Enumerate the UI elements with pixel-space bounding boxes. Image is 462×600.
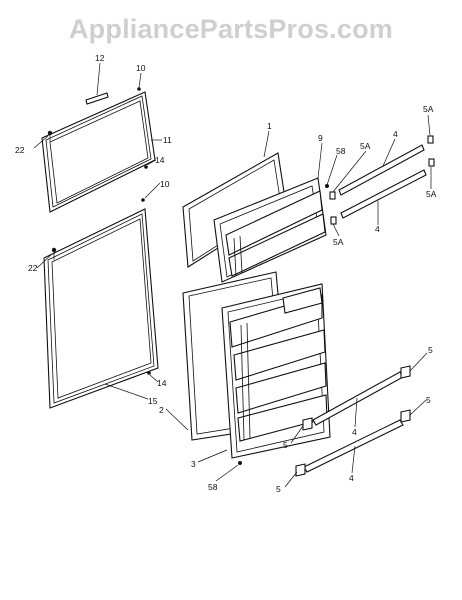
callout-10-top: 10	[136, 63, 146, 73]
callout-22-top: 22	[15, 145, 25, 155]
screw-10b	[141, 198, 145, 202]
callout-5-a: 5	[428, 345, 433, 355]
leader-lines	[33, 62, 432, 488]
callout-4-a: 4	[393, 129, 398, 139]
screw-14a	[144, 165, 148, 169]
callout-2: 2	[159, 405, 164, 415]
bar-end-cap-5A-right-mid	[428, 158, 435, 167]
screw-22a	[47, 130, 53, 142]
door-shelf-bar-lower	[303, 419, 404, 473]
fresh-food-gasket-frame	[43, 208, 159, 409]
callout-5A-d: 5A	[333, 237, 344, 247]
screw-14b	[147, 371, 151, 375]
freezer-gasket-frame	[41, 91, 156, 213]
bar-end-cap-5-c	[400, 409, 411, 423]
callout-14-bottom: 14	[157, 378, 167, 388]
bar-end-cap-5A-left-top	[329, 191, 336, 200]
callout-5A-a: 5A	[360, 141, 371, 151]
freezer-shelf-bar-lower	[340, 169, 427, 219]
fresh-food-door-assembly	[221, 283, 331, 465]
watermark-text: AppliancePartsPros.com	[68, 14, 393, 44]
bar-end-cap-5A-right-top	[427, 135, 434, 144]
callout-9: 9	[318, 133, 323, 143]
callout-4-c: 4	[352, 427, 357, 437]
callout-4-d: 4	[349, 473, 354, 483]
callout-labels: 12 10 22 11 14 10 22 14 15 1 9 58 5A 4 5…	[15, 53, 437, 494]
bar-end-cap-5A-left-bottom	[330, 216, 337, 225]
screw-10a	[137, 87, 141, 91]
callout-58-top: 58	[336, 146, 346, 156]
screw-22b	[51, 247, 57, 260]
callout-5-b: 5	[283, 440, 288, 450]
callout-4-b: 4	[375, 224, 380, 234]
callout-12: 12	[95, 53, 105, 63]
bar-end-cap-5-a	[400, 365, 411, 379]
label-plate	[85, 92, 109, 105]
callout-5A-c: 5A	[426, 189, 437, 199]
bar-end-cap-5-d	[295, 463, 306, 477]
callout-58-bottom: 58	[208, 482, 218, 492]
callout-3: 3	[191, 459, 196, 469]
bar-end-cap-5-b	[302, 417, 313, 431]
freezer-door-assembly	[213, 177, 329, 283]
callout-10-mid: 10	[160, 179, 170, 189]
callout-5-c: 5	[426, 395, 431, 405]
callout-5A-b: 5A	[423, 104, 434, 114]
callout-5-d: 5	[276, 484, 281, 494]
callout-22-bottom: 22	[28, 263, 38, 273]
callout-14-top: 14	[155, 155, 165, 165]
callout-1: 1	[267, 121, 272, 131]
freezer-shelf-bar-upper	[338, 144, 425, 196]
callout-15: 15	[148, 396, 158, 406]
callout-11: 11	[163, 135, 172, 145]
